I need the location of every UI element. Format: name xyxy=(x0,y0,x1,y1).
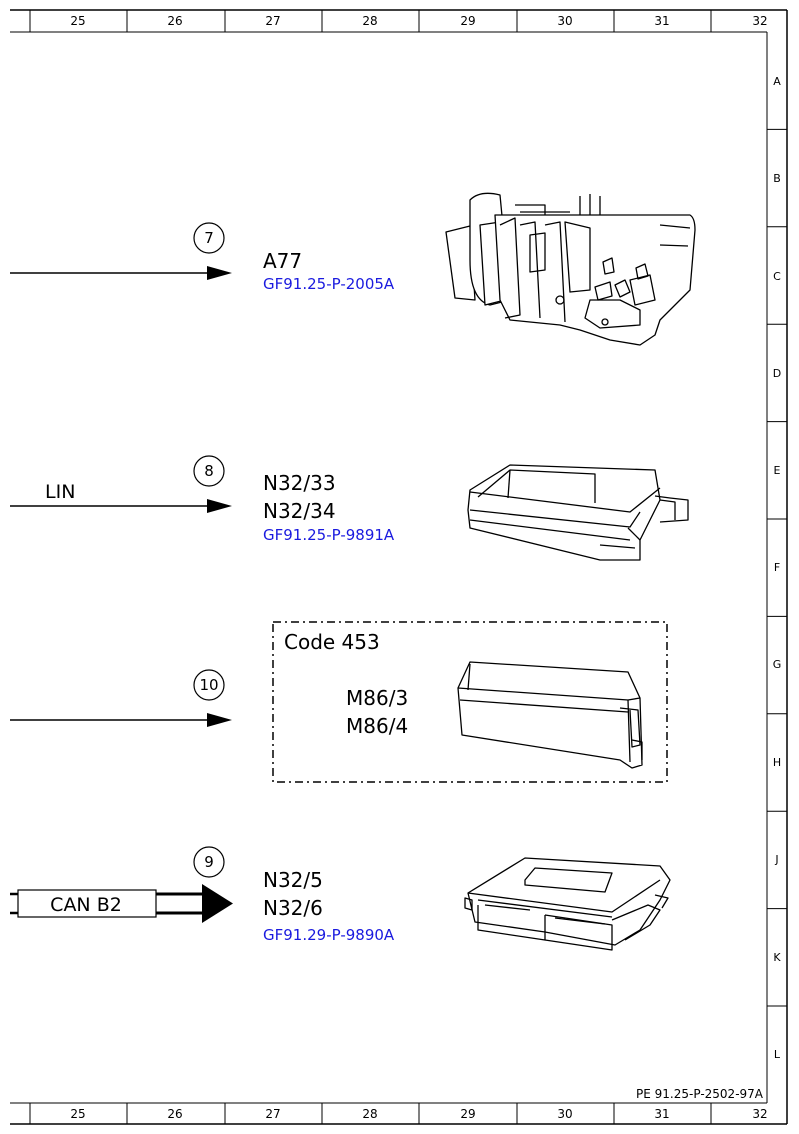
marker-circle xyxy=(193,455,225,487)
row-dividers xyxy=(767,128,787,1007)
arrow-head xyxy=(207,713,232,727)
entry-n32-5: CAN B2 9 N32/5 N32/6 GF91.29-P-9890A xyxy=(10,846,671,951)
component-label: N32/33 xyxy=(263,471,336,495)
column-label-top: 32 xyxy=(752,14,767,28)
component-drawing-a77 xyxy=(445,192,696,346)
column-label-top: 29 xyxy=(460,14,475,28)
marker-number: 7 xyxy=(204,229,214,247)
component-drawing-n32-33 xyxy=(467,464,689,561)
column-label-bottom: 32 xyxy=(752,1107,767,1121)
column-label-bottom: 26 xyxy=(167,1107,182,1121)
column-label-top: 28 xyxy=(362,14,377,28)
entry-a77: 7 A77 GF91.25-P-2005A xyxy=(10,192,696,346)
row-label: E xyxy=(774,464,781,477)
component-label: M86/4 xyxy=(346,714,408,738)
row-label: L xyxy=(774,1048,781,1061)
column-label-bottom: 25 xyxy=(70,1107,85,1121)
marker-circle xyxy=(193,669,225,701)
marker-number: 10 xyxy=(199,676,218,694)
code-label: Code 453 xyxy=(284,630,380,654)
component-drawing-n32-5 xyxy=(464,857,671,951)
entry-code-453: 10 Code 453 M86/3 M86/4 xyxy=(10,621,668,783)
column-label-bottom: 31 xyxy=(654,1107,669,1121)
marker-circle xyxy=(193,846,225,878)
arrow-head xyxy=(207,266,232,280)
document-link[interactable]: GF91.25-P-9891A xyxy=(263,526,395,544)
drawing-frame xyxy=(10,9,788,1125)
column-label-top: 27 xyxy=(265,14,280,28)
entry-n32-33: LIN 8 N32/33 N32/34 GF91.25-P-9891A xyxy=(10,455,689,561)
row-label: C xyxy=(773,270,781,283)
row-label: F xyxy=(774,561,780,574)
row-label: A xyxy=(773,75,781,88)
component-label: N32/6 xyxy=(263,896,323,920)
arrow-head xyxy=(207,499,232,513)
component-label: M86/3 xyxy=(346,686,408,710)
can-bus-label-box xyxy=(17,889,157,918)
code-option-box xyxy=(272,621,668,783)
component-label: A77 xyxy=(263,249,302,273)
component-drawing-m86 xyxy=(457,661,643,769)
drawing-reference: PE 91.25-P-2502-97A xyxy=(636,1087,764,1101)
row-label: K xyxy=(773,951,781,964)
column-label-top: 26 xyxy=(167,14,182,28)
row-label: J xyxy=(774,853,778,866)
row-label: B xyxy=(773,172,781,185)
column-label-top: 30 xyxy=(557,14,572,28)
row-label: D xyxy=(773,367,781,380)
column-dividers xyxy=(29,10,712,1124)
document-link[interactable]: GF91.29-P-9890A xyxy=(263,926,395,944)
bus-arrow-head xyxy=(202,884,233,923)
column-label-bottom: 29 xyxy=(460,1107,475,1121)
marker-number: 9 xyxy=(204,853,214,871)
component-label: N32/5 xyxy=(263,868,323,892)
document-link[interactable]: GF91.25-P-2005A xyxy=(263,275,395,293)
column-label-bottom: 30 xyxy=(557,1107,572,1121)
can-bus-label: CAN B2 xyxy=(50,894,122,916)
column-label-top: 25 xyxy=(70,14,85,28)
line-label-lin: LIN xyxy=(45,481,75,503)
marker-circle xyxy=(193,222,225,254)
row-label: G xyxy=(773,658,782,671)
marker-number: 8 xyxy=(204,462,214,480)
column-label-bottom: 27 xyxy=(265,1107,280,1121)
component-label: N32/34 xyxy=(263,499,336,523)
column-label-top: 31 xyxy=(654,14,669,28)
row-label: H xyxy=(773,756,781,769)
column-label-bottom: 28 xyxy=(362,1107,377,1121)
